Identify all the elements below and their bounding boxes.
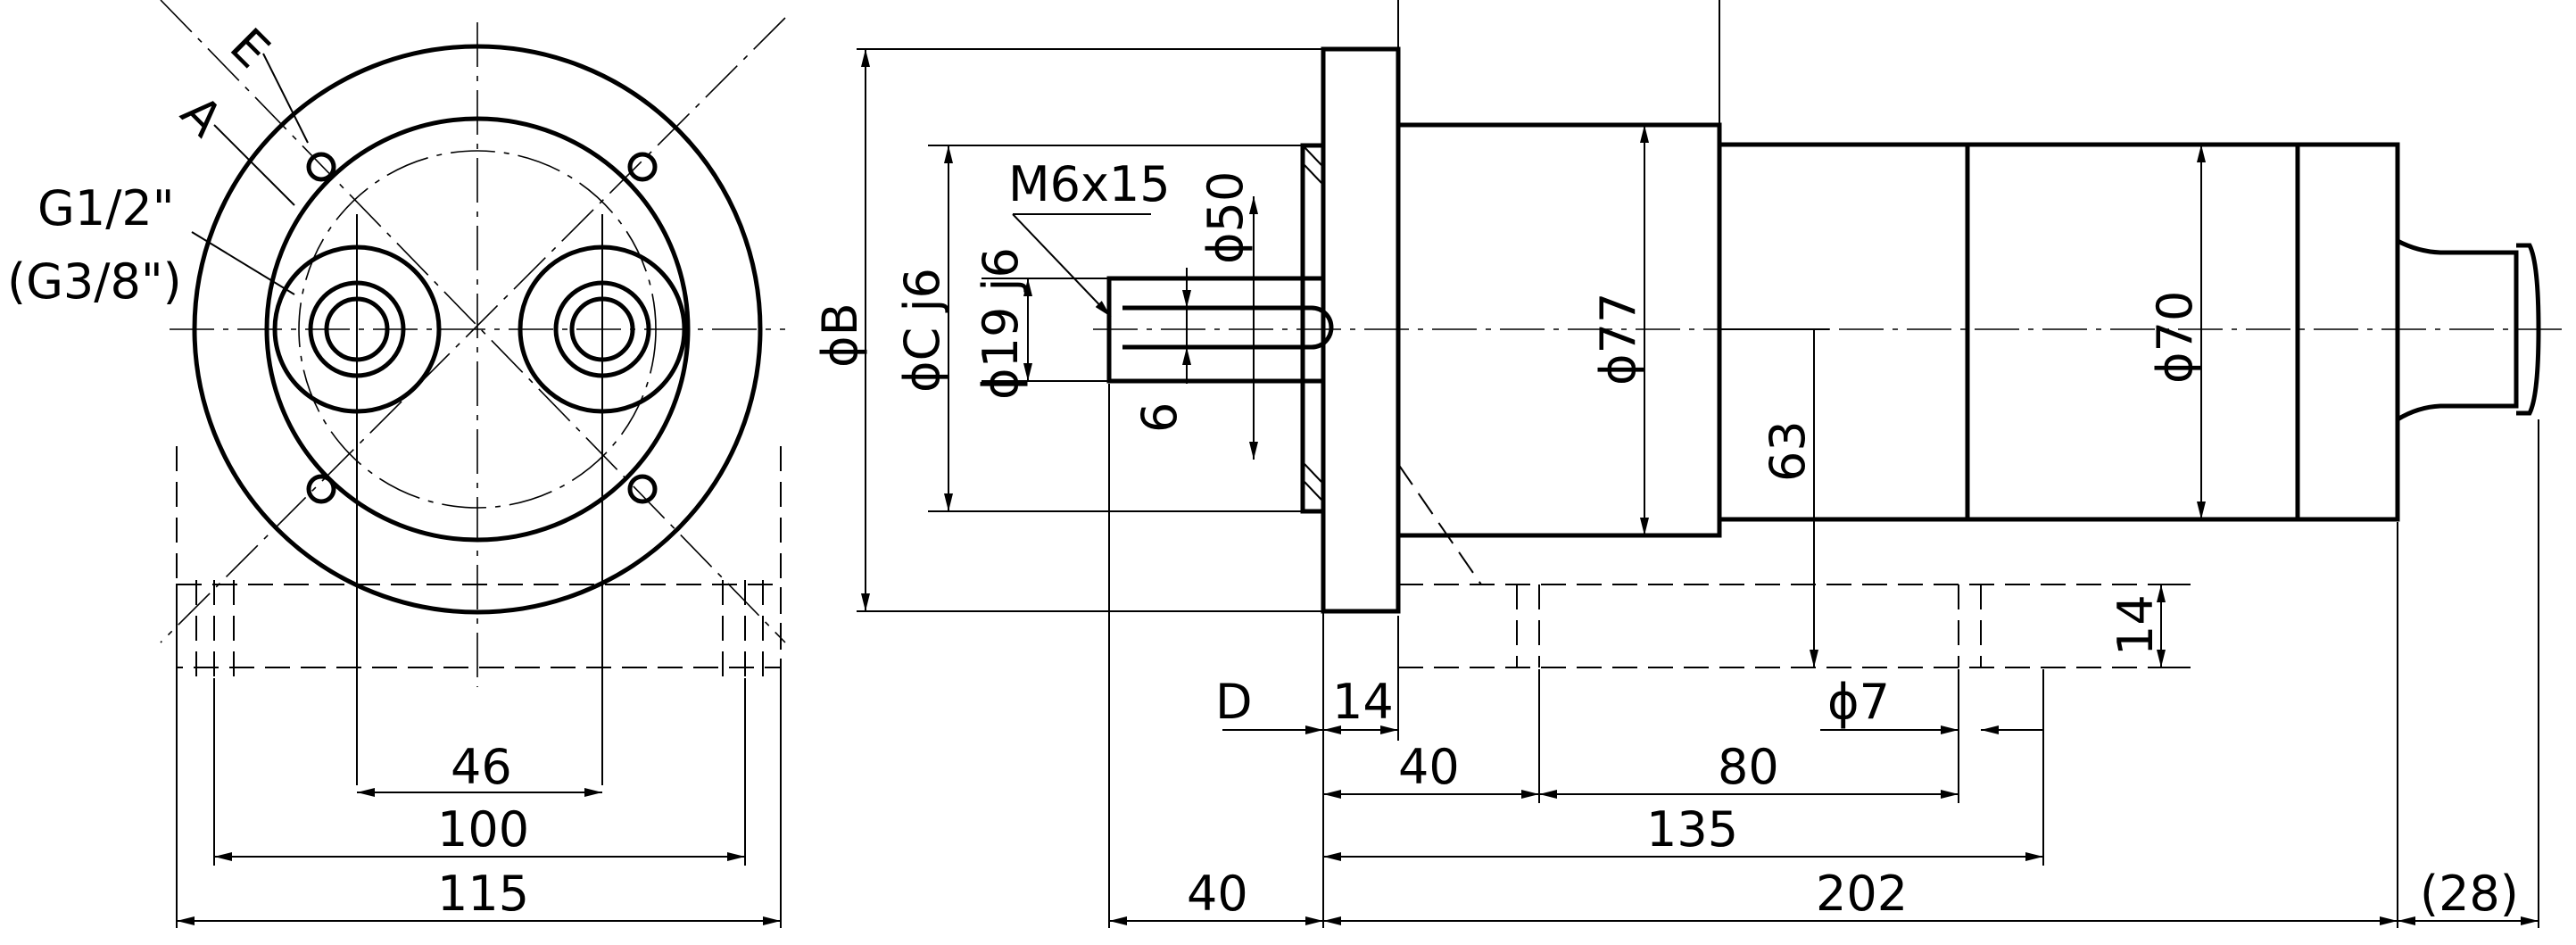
end-fitting: [2396, 238, 2519, 422]
label-dim-80: 80: [1718, 739, 1779, 795]
label-dia-rear: ϕ70: [2147, 291, 2203, 384]
label-dim-40a: 40: [1398, 739, 1460, 795]
label-dim-46: 46: [451, 739, 512, 795]
label-dim-40b: 40: [1187, 866, 1248, 922]
label-dim-14: 14: [1332, 674, 1394, 730]
label-thread-alt: (G3/8"): [7, 253, 182, 310]
label-dim-100: 100: [437, 801, 529, 858]
bolt-holes: [306, 152, 658, 504]
label-dim-115: 115: [437, 866, 529, 922]
side-foot-hidden: [1397, 463, 2168, 668]
rear-body: [1717, 142, 2400, 522]
label-thread-main: G1/2": [37, 180, 175, 236]
side-view: ϕB ϕC j6 ϕ19 j6 ϕ50 ϕ77 ϕ70 6 63 14 M6x1…: [812, 0, 2570, 928]
label-key-width: 6: [1131, 402, 1188, 433]
label-height-63: 63: [1760, 420, 1816, 482]
label-dim-135: 135: [1646, 801, 1738, 858]
label-dim-28: (28): [2420, 866, 2519, 922]
label-dia-hole: ϕ7: [1827, 674, 1890, 730]
label-tap: M6x15: [1008, 156, 1171, 212]
label-port-a: A: [170, 85, 234, 148]
label-dim-d: D: [1215, 674, 1253, 730]
label-height-14: 14: [2108, 594, 2164, 656]
label-dia-body: ϕ77: [1590, 293, 1646, 385]
label-dia-pilot: ϕ50: [1197, 171, 1254, 264]
pilot-boss: [1300, 143, 1326, 514]
front-view: E A G1/2" (G3/8") 46 100 115: [7, 0, 786, 928]
label-dia-shaft: ϕ19 j6: [973, 247, 1029, 400]
foot-hidden: [176, 446, 782, 678]
label-dia-c: ϕC j6: [894, 268, 950, 393]
label-dia-b: ϕB: [812, 303, 868, 368]
flange: [1321, 46, 1401, 614]
keyway: [1122, 305, 1334, 350]
label-dim-202: 202: [1816, 866, 1908, 922]
main-body: [1396, 122, 1722, 538]
